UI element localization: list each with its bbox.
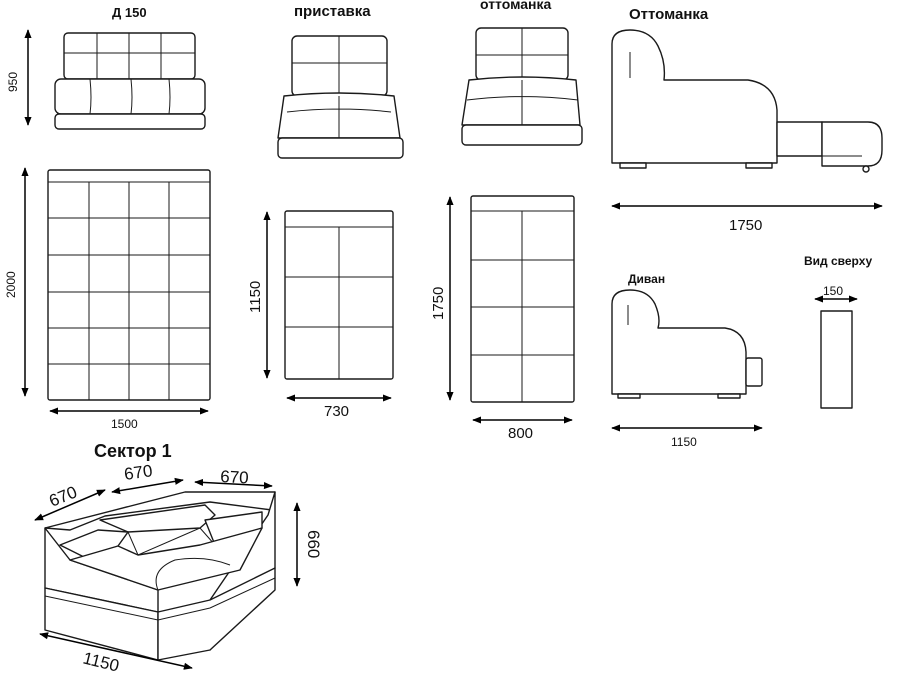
pristavka-base — [277, 137, 404, 159]
d150-front-view: Д 150 950 — [6, 5, 206, 130]
sektor-left-side — [44, 527, 159, 613]
sektor-right-arrow — [194, 478, 273, 490]
divan-side-length-label: 1150 — [671, 435, 697, 449]
divan-side-view: Диван 1150 — [611, 272, 763, 449]
top-view-small: Вид сверху 150 — [804, 254, 873, 409]
top-view-width-label: 150 — [823, 284, 843, 298]
ottomanka-side-footrest-1 — [776, 121, 823, 157]
ottomanka-base — [461, 124, 583, 146]
divan-side-footrest — [745, 357, 763, 387]
d150-top-grid — [48, 182, 210, 400]
vid-sverhu-title: Вид сверху — [804, 254, 873, 268]
ottomanka-side-view: Оттоманка 1750 — [611, 6, 883, 234]
top-view-rect — [820, 310, 853, 409]
ottomanka-big-title: Оттоманка — [629, 6, 709, 23]
ottomanka-side-body — [611, 29, 778, 164]
d150-length-label: 2000 — [4, 271, 18, 298]
sektor-base-arrow — [39, 632, 193, 670]
sektor-height-label: 660 — [304, 530, 323, 558]
sektor-mid-arrow — [111, 477, 184, 495]
d150-seat — [54, 78, 206, 115]
sektor-title: Сектор 1 — [94, 441, 172, 461]
d150-title: Д 150 — [112, 5, 147, 20]
ottomanka-side-footrest-2 — [821, 121, 883, 167]
ottomanka-small-title: оттоманка — [480, 0, 552, 12]
sektor-seat — [69, 527, 263, 591]
pristavka-title: приставка — [294, 3, 371, 20]
sektor-right-label: 670 — [220, 467, 249, 487]
pristavka-width-label: 730 — [324, 403, 349, 420]
ottomanka-top-view: 1750 800 — [430, 195, 575, 442]
sektor-left-label: 670 — [46, 482, 79, 510]
ottomanka-length-label: 1750 — [430, 287, 447, 320]
divan-title: Диван — [628, 272, 665, 286]
sektor-base-label: 1150 — [81, 648, 121, 675]
sektor-left-arrow — [34, 489, 106, 521]
ottomanka-front-view: оттоманка — [461, 0, 583, 146]
sektor-back-rim — [44, 491, 276, 531]
sektor-mid-label: 670 — [123, 461, 154, 484]
pristavka-length-label: 1150 — [247, 281, 264, 313]
ottomanka-seat — [461, 76, 581, 126]
ottomanka-side-length-label: 1750 — [729, 217, 762, 234]
d150-seat-tufts — [89, 78, 171, 115]
divan-side-body — [611, 289, 747, 395]
sektor-1-view: Сектор 1 670 670 670 660 1150 — [34, 441, 323, 676]
d150-height-label: 950 — [6, 72, 20, 92]
pristavka-top-view: 1150 730 — [247, 210, 394, 420]
d150-top-view: 2000 1500 — [4, 167, 211, 431]
pristavka-front-view: приставка — [277, 3, 404, 159]
d150-width-label: 1500 — [111, 417, 138, 431]
d150-base — [54, 113, 206, 130]
ottomanka-width-label: 800 — [508, 425, 533, 442]
d150-backrest-tufts — [64, 33, 195, 79]
